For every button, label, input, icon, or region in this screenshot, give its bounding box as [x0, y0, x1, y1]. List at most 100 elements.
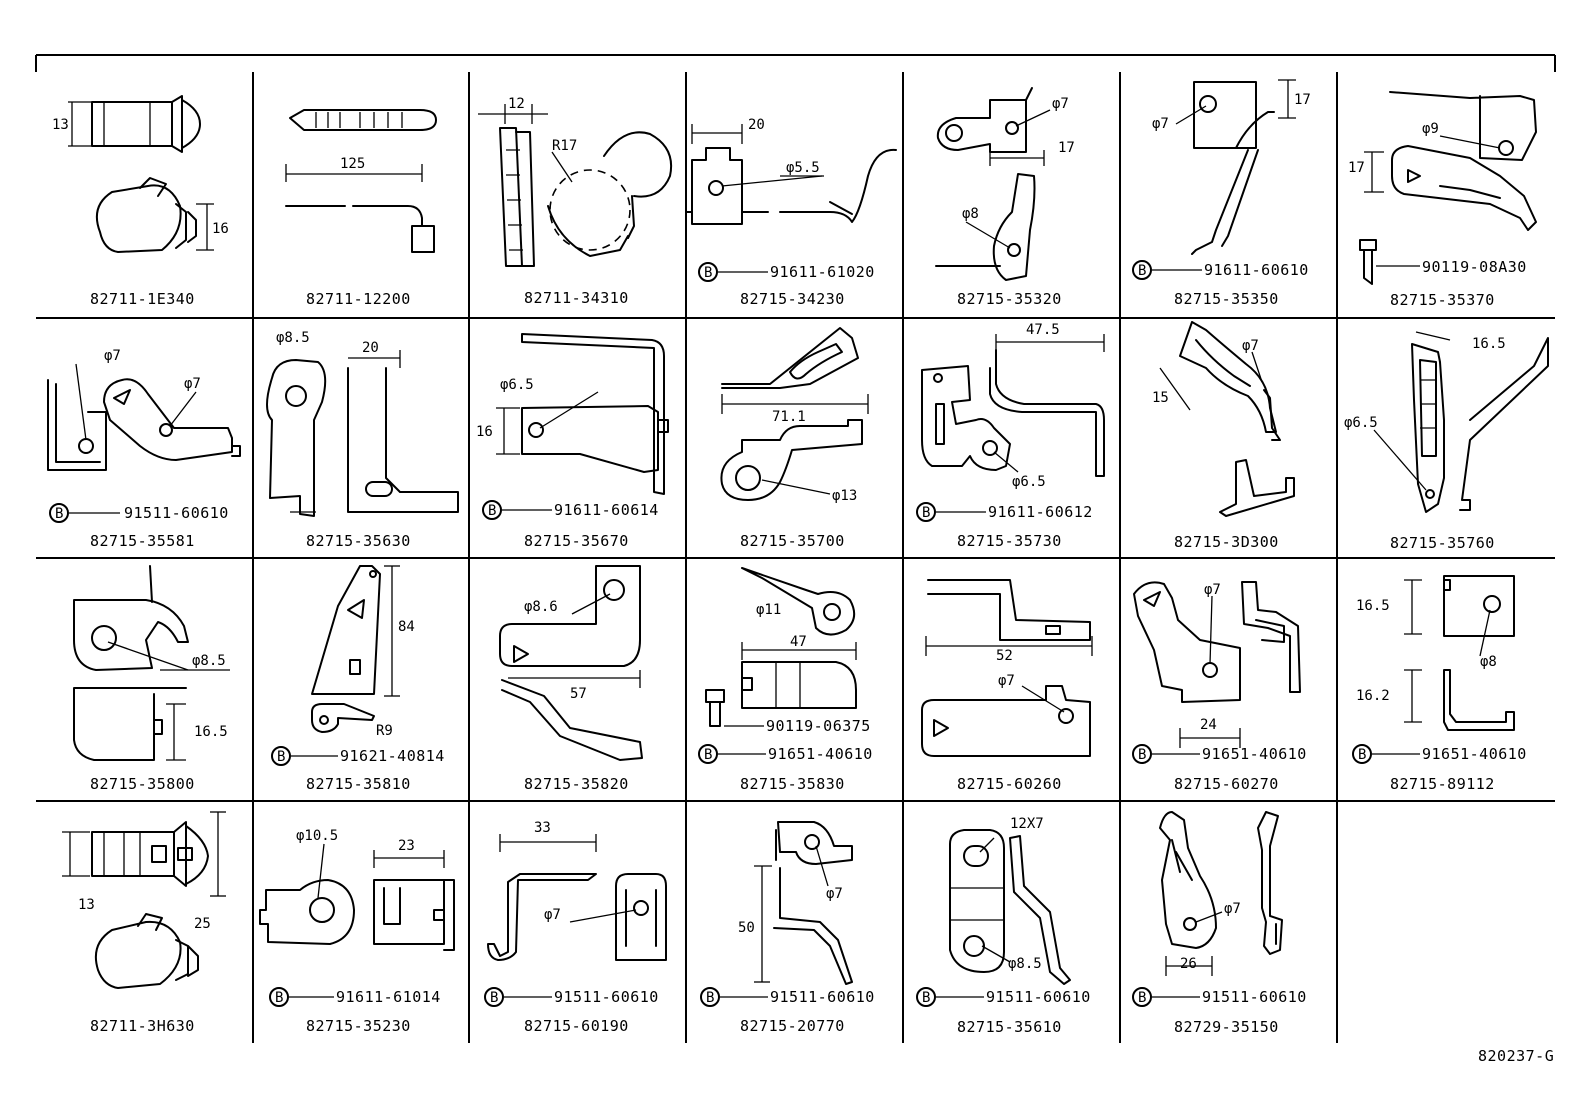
bolt-number: 91511-60610 [986, 988, 1091, 1006]
dim-label: φ7 [1052, 96, 1069, 112]
dim-label: R17 [552, 138, 577, 154]
bolt-number: 91511-60610 [124, 504, 229, 522]
bolt-marker: B [704, 747, 712, 763]
part-number: 82715-35230 [306, 1017, 411, 1035]
bracket-drawing [1132, 79, 1296, 280]
dim-label: φ6.5 [500, 377, 534, 393]
dim-label: φ7 [998, 673, 1015, 689]
part-number: 82711-12200 [306, 290, 411, 308]
bracket-drawing [259, 843, 455, 1007]
dim-label: φ8.5 [276, 330, 310, 346]
part-number: 82715-3D300 [1174, 533, 1279, 551]
bracket-drawing [73, 565, 230, 761]
dim-label: 13 [52, 117, 69, 133]
part-number: 82715-60190 [524, 1017, 629, 1035]
dim-label: 16.2 [1356, 688, 1390, 704]
sheet-code: 820237-G [1478, 1047, 1554, 1065]
dim-label: φ7 [104, 348, 121, 364]
cell-82715-35820: φ8.6 57 82715-35820 [499, 565, 643, 793]
bolt-number: 91511-60610 [770, 988, 875, 1006]
grid-lines [35, 54, 1556, 1043]
bracket-drawing [720, 327, 869, 501]
bracket-drawing [47, 363, 241, 523]
cell-82715-60260: 52 φ7 82715-60260 [921, 579, 1093, 793]
dim-label: 125 [340, 156, 365, 172]
bracket-drawing [685, 124, 897, 282]
bolt-marker: B [704, 265, 712, 281]
cell-82715-35800: φ8.5 16.5 82715-35800 [73, 565, 230, 793]
cell-82715-20770: 50 φ7 B 91511-60610 82715-20770 [700, 821, 875, 1035]
dim-label: 16.5 [1356, 598, 1390, 614]
bolt-marker: B [922, 990, 930, 1006]
bracket-drawing [1159, 321, 1295, 517]
cell-82715-35350: 17 φ7 B 91611-60610 82715-35350 [1132, 79, 1311, 308]
cell-82711-34310: 12 R17 82711-34310 [478, 96, 672, 307]
dim-label: 47 [790, 634, 807, 650]
bolt-number: 91611-60610 [1204, 261, 1309, 279]
dim-label: 52 [996, 648, 1013, 664]
cell-82715-35760: 16.5 φ6.5 82715-35760 [1344, 331, 1549, 552]
dim-label: 12X7 [1010, 816, 1044, 832]
dim-label: φ11 [756, 602, 781, 618]
cell-82711-12200: 125 82711-12200 [285, 109, 437, 308]
part-number: 82729-35150 [1174, 1018, 1279, 1036]
dim-label: 23 [398, 838, 415, 854]
bolt-number: 91511-60610 [1202, 988, 1307, 1006]
bolt-marker: B [1138, 990, 1146, 1006]
bracket-drawing [916, 829, 1071, 1007]
bracket-drawing [482, 333, 669, 520]
part-number: 82715-35700 [740, 532, 845, 550]
bracket-drawing [1352, 575, 1515, 764]
cell-82715-89112: 16.5 16.2 φ8 B 91651-40610 82715-89112 [1352, 575, 1526, 793]
dim-label: φ8.5 [1008, 956, 1042, 972]
bolt-marker: B [488, 503, 496, 519]
cell-82711-1E340: 13 16 82711-1E340 [52, 95, 229, 308]
dim-label: φ7 [1152, 116, 1169, 132]
part-number: 82715-35320 [957, 290, 1062, 308]
clip-drawing [68, 95, 214, 253]
cell-82715-35320: φ7 17 φ8 82715-35320 [935, 87, 1075, 308]
dim-label: R9 [376, 723, 393, 739]
dim-label: φ7 [1224, 901, 1241, 917]
clamp-drawing [478, 104, 672, 267]
bracket-drawing [700, 821, 853, 1007]
bolt-number: 91611-61014 [336, 988, 441, 1006]
part-number: 82715-35610 [957, 1018, 1062, 1036]
dim-label: 57 [570, 686, 587, 702]
part-number: 82715-60260 [957, 775, 1062, 793]
bolt-marker: B [706, 990, 714, 1006]
cell-82715-35581: φ7 φ7 B 91511-60610 82715-35581 [47, 348, 241, 550]
dim-label: 84 [398, 619, 415, 635]
clip-drawing [62, 811, 226, 989]
bracket-drawing [1132, 581, 1301, 764]
dim-label: φ7 [1204, 582, 1221, 598]
bracket-drawing [266, 350, 459, 517]
dim-label: φ7 [826, 886, 843, 902]
part-number: 82711-34310 [524, 289, 629, 307]
cell-82715-35610: 12X7 φ8.5 B 91511-60610 82715-35610 [916, 816, 1091, 1036]
dim-label: φ8.5 [192, 653, 226, 669]
dim-label: φ6.5 [1344, 415, 1378, 431]
bolt-marker: B [55, 506, 63, 522]
part-number: 82711-1E340 [90, 290, 195, 308]
dim-label: 13 [78, 897, 95, 913]
part-number: 82715-35730 [957, 532, 1062, 550]
bolt-marker: B [277, 749, 285, 765]
cell-82715-60190: 33 φ7 B 91511-60610 82715-60190 [484, 820, 667, 1035]
part-number: 82715-60270 [1174, 775, 1279, 793]
bracket-drawing [1373, 331, 1549, 513]
part-number: 82715-35810 [306, 775, 411, 793]
bolt-number: 91621-40814 [340, 747, 445, 765]
cell-82715-35230: φ10.5 23 B 91611-61014 82715-35230 [259, 828, 455, 1035]
part-number: 82715-34230 [740, 290, 845, 308]
dim-label: φ8 [962, 206, 979, 222]
cell-82715-35670: φ6.5 16 B 91611-60614 82715-35670 [476, 333, 669, 550]
cell-82715-35830: φ11 47 90119-06375 B 91651-40610 82715-3… [698, 567, 872, 793]
part-number: 82715-35670 [524, 532, 629, 550]
dim-label: φ8.6 [524, 599, 558, 615]
bolt-number: 91511-60610 [554, 988, 659, 1006]
dim-label: φ7 [544, 907, 561, 923]
dim-label: 16 [212, 221, 229, 237]
dim-label: 17 [1294, 92, 1311, 108]
